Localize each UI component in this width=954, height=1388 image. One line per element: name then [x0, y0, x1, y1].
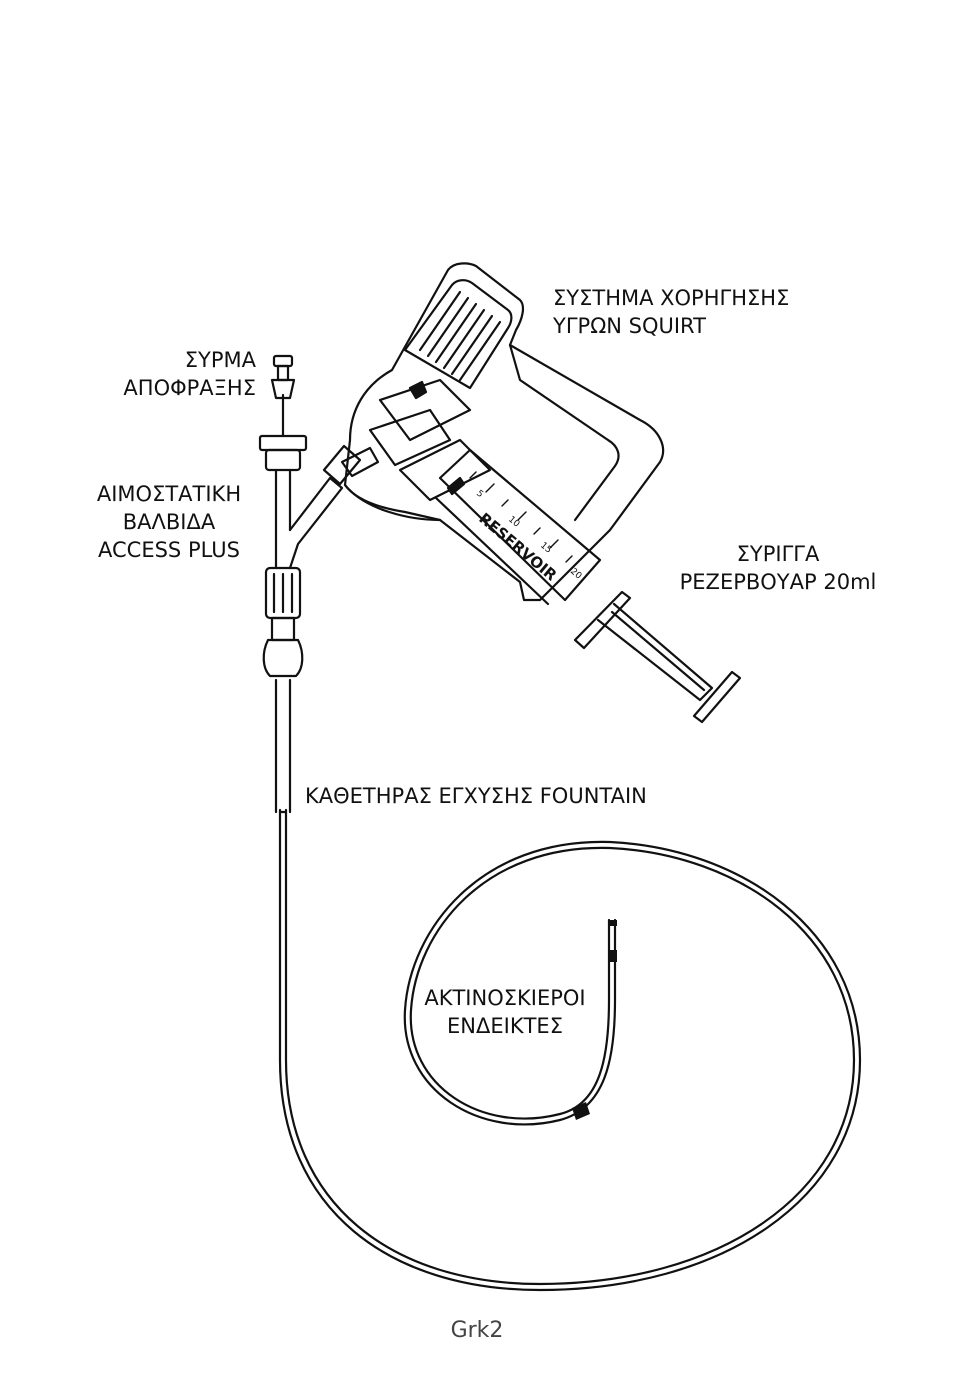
label-squirt-system: ΣΥΣΤΗΜΑ ΧΟΡΗΓΗΣΗΣ ΥΓΡΩΝ SQUIRT	[553, 284, 789, 340]
label-infusion-catheter: ΚΑΘΕΤΗΡΑΣ ΕΓΧΥΣΗΣ FOUNTAIN	[305, 782, 647, 810]
label-line: ΡΕΖΕΡΒΟΥΑΡ 20ml	[679, 570, 877, 594]
occluder-wire	[270, 354, 296, 438]
catheter-shaft	[274, 678, 292, 814]
label-occluder-wire: ΣΥΡΜΑ ΑΠΟΦΡΑΞΗΣ	[123, 346, 256, 402]
label-hemostatic-valve: ΑΙΜΟΣΤΑΤΙΚΗ ΒΑΛΒΙΔΑ ACCESS PLUS	[84, 480, 254, 564]
label-line: ΣΥΣΤΗΜΑ ΧΟΡΗΓΗΣΗΣ	[553, 286, 790, 310]
label-line: ΣΥΡΜΑ	[184, 348, 256, 372]
label-line: ΥΓΡΩΝ SQUIRT	[553, 314, 706, 338]
squirt-device	[340, 262, 665, 602]
label-radiopaque-markers: ΑΚΤΙΝΟΣΚΙΕΡΟΙ ΕΝΔΕΙΚΤΕΣ	[405, 984, 605, 1040]
label-line: ΒΑΛΒΙΔΑ	[122, 510, 216, 534]
label-line: ACCESS PLUS	[98, 538, 240, 562]
label-line: ΕΝΔΕΙΚΤΕΣ	[447, 1014, 563, 1038]
catheter-tube	[278, 808, 862, 1292]
label-line: ΚΑΘΕΤΗΡΑΣ ΕΓΧΥΣΗΣ FOUNTAIN	[305, 784, 647, 808]
label-reservoir-syringe: ΣΥΡΙΓΓΑ ΡΕΖΕΡΒΟΥΑΡ 20ml	[668, 540, 888, 596]
label-line: ΑΚΤΙΝΟΣΚΙΕΡΟΙ	[424, 986, 586, 1010]
catheter-hub	[262, 566, 304, 678]
label-line: ΑΙΜΟΣΤΑΤΙΚΗ	[96, 482, 242, 506]
syringe-scale-ticks	[469, 471, 573, 563]
page-footer: Grk2	[450, 1318, 504, 1343]
hemostatic-valve	[258, 434, 362, 570]
grip-ribs	[418, 290, 502, 382]
scale-number: 5	[474, 489, 485, 500]
radiopaque-markers	[572, 920, 617, 1120]
label-line: ΣΥΡΙΓΓΑ	[736, 542, 820, 566]
label-line: ΑΠΟΦΡΑΞΗΣ	[123, 376, 256, 400]
reservoir-syringe	[434, 448, 742, 724]
